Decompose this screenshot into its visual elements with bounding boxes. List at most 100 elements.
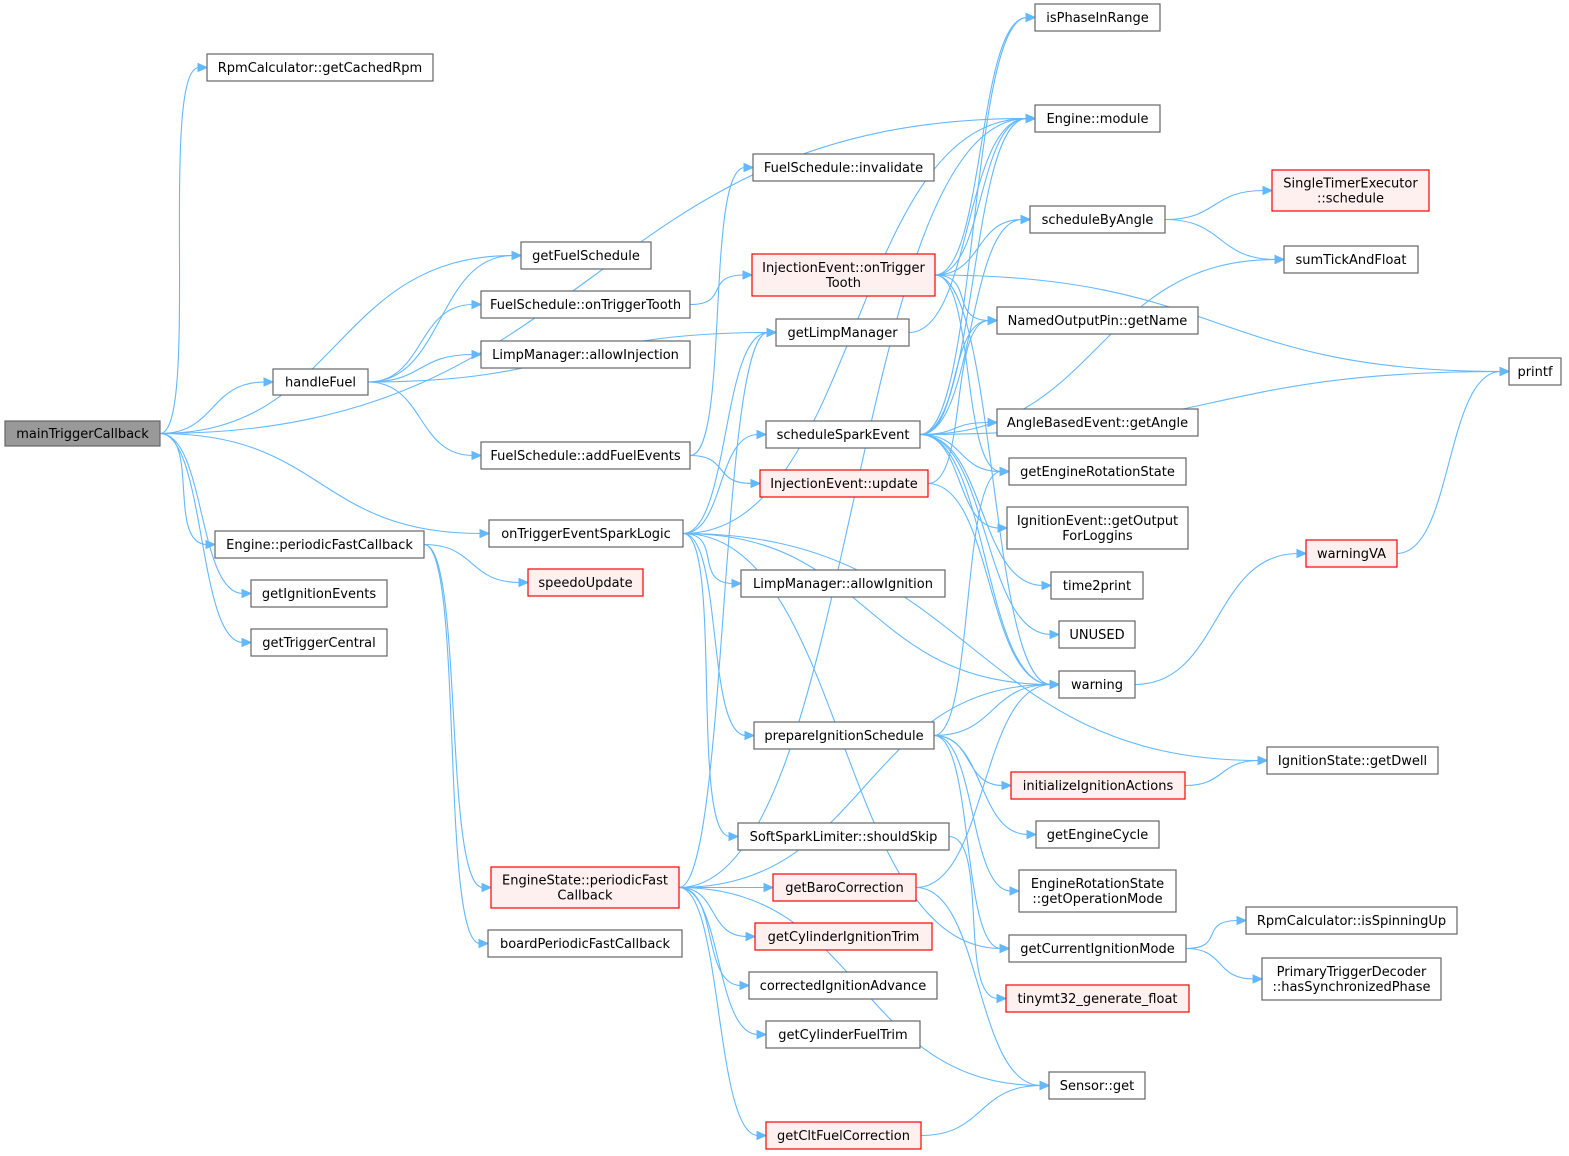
edge-getCltFuel-to-sensorGet [920,1080,1051,1137]
edge-line [933,734,1029,836]
node-box [488,519,684,548]
node-rpmSpinUp[interactable]: RpmCalculator::isSpinningUp [1245,906,1458,935]
edge-arrowhead [742,270,754,280]
node-scheduleByAngle[interactable]: scheduleByAngle [1029,205,1166,234]
node-getEngRotState[interactable]: getEngineRotationState [1008,457,1187,486]
node-corrIgnAdv[interactable]: correctedIgnitionAdvance [748,971,938,1000]
call-graph-edges [159,12,1511,1141]
node-softSpark[interactable]: SoftSparkLimiter::shouldSkip [737,822,950,851]
edge-line [159,432,244,595]
node-enginePFC[interactable]: Engine::periodicFastCallback [214,530,425,559]
node-getFuelSchedule[interactable]: getFuelSchedule [520,241,652,270]
node-printf[interactable]: printf [1508,357,1562,386]
node-sumTick[interactable]: sumTickAndFloat [1283,245,1419,274]
node-box [1261,957,1442,1001]
node-box [1008,934,1187,963]
edge-line [919,421,990,436]
node-getIgnitionEvents[interactable]: getIgnitionEvents [250,579,388,608]
node-box [490,866,680,909]
node-scheduleSpark[interactable]: scheduleSparkEvent [765,420,921,449]
node-esPFC[interactable]: EngineState::periodicFastCallback [490,866,680,909]
node-tinymt[interactable]: tinymt32_generate_float [1005,984,1190,1013]
edge-injOnTrig-to-isPhaseInRange [934,12,1037,276]
node-getBaro[interactable]: getBaroCorrection [772,873,917,902]
edge-arrowhead [987,417,999,428]
node-main[interactable]: mainTriggerCallback [4,420,161,447]
node-sensorGet[interactable]: Sensor::get [1048,1071,1146,1100]
node-initIgnActions[interactable]: initializeIgnitionActions [1010,771,1186,800]
node-warning[interactable]: warning [1058,670,1136,699]
node-getCltFuel[interactable]: getCltFuelCorrection [765,1121,922,1150]
node-onTrigSpark[interactable]: onTriggerEventSparkLogic [488,519,684,548]
edge-onTrigSpark-to-scheduleSpark [682,429,768,535]
node-singleTimer[interactable]: SingleTimerExecutor::schedule [1271,169,1430,212]
edge-arrowhead [1296,548,1308,559]
node-isPhaseInRange[interactable]: isPhaseInRange [1034,3,1161,32]
edge-getCurIgnMode-to-rpmSpinUp [1185,915,1248,950]
node-box [1034,104,1161,133]
edge-scheduleSpark-to-sumTick [919,254,1286,436]
edge-line [367,303,474,383]
edge-arrowhead [197,62,209,73]
node-UNUSED[interactable]: UNUSED [1058,620,1136,649]
node-speedoUpdate[interactable]: speedoUpdate [527,568,644,597]
node-label: speedoUpdate [538,576,632,591]
node-fsInvalidate[interactable]: FuelSchedule::invalidate [752,153,935,182]
node-ignGetDwell[interactable]: IgnitionState::getDwell [1266,746,1439,775]
node-box [1029,205,1166,234]
node-injUpdate[interactable]: InjectionEvent::update [759,469,929,498]
edge-scheduleSpark-to-engineModule [919,113,1037,436]
node-namedGetName[interactable]: NamedOutputPin::getName [996,306,1199,335]
node-box [1050,571,1144,600]
node-label: IgnitionEvent::getOutput [1017,514,1178,529]
node-warningVA[interactable]: warningVA [1305,539,1398,568]
node-fsAddFuel[interactable]: FuelSchedule::addFuelEvents [480,441,691,470]
node-rpmCached[interactable]: RpmCalculator::getCachedRpm [206,53,434,82]
node-getEngineCycle[interactable]: getEngineCycle [1035,820,1160,849]
node-label: sumTickAndFloat [1296,253,1407,268]
edge-arrowhead [1499,366,1511,377]
edge-line [915,886,1042,1087]
node-limpAllowInj[interactable]: LimpManager::allowInjection [480,340,691,369]
edge-arrowhead [1001,780,1013,791]
node-label: getLimpManager [787,326,898,341]
node-label: EngineState::periodicFast [502,874,668,889]
node-primaryTrig[interactable]: PrimaryTriggerDecoder::hasSynchronizedPh… [1261,957,1442,1001]
edge-arrowhead [1049,679,1061,690]
node-boardPFC[interactable]: boardPeriodicFastCallback [487,929,683,958]
node-handleFuel[interactable]: handleFuel [272,368,369,396]
node-getCylFuelTrim[interactable]: getCylinderFuelTrim [765,1020,921,1049]
node-engineModule[interactable]: Engine::module [1034,104,1161,133]
node-limpAllowIgn[interactable]: LimpManager::allowIgnition [740,569,946,598]
node-angleGetAngle[interactable]: AngleBasedEvent::getAngle [996,408,1199,437]
edge-arrowhead [518,577,530,588]
node-label: onTriggerEventSparkLogic [501,527,671,542]
edge-line [1164,189,1265,221]
node-box [1005,984,1190,1013]
node-label: time2print [1063,579,1131,594]
node-getLimpManager[interactable]: getLimpManager [775,318,910,347]
node-getCurIgnMode[interactable]: getCurrentIgnitionMode [1008,934,1187,963]
edge-line [423,543,521,584]
node-engRotOpMode[interactable]: EngineRotationState::getOperationMode [1018,869,1177,913]
node-box [996,306,1199,335]
edge-handleFuel-to-getFuelSchedule [367,250,523,383]
node-label: handleFuel [285,376,356,391]
node-box [480,290,691,319]
edge-arrowhead [1041,580,1053,591]
node-box [4,420,161,447]
node-prepIgn[interactable]: prepareIgnitionSchedule [753,721,935,750]
node-box [1048,1071,1146,1100]
node-getCylIgnTrim[interactable]: getCylinderIgnitionTrim [754,922,933,951]
node-fsOnTrigger[interactable]: FuelSchedule::onTriggerTooth [480,290,691,319]
node-time2print[interactable]: time2print [1050,571,1144,600]
edge-line [934,117,1028,276]
node-getTriggerCentral[interactable]: getTriggerCentral [250,628,388,657]
edge-arrowhead [999,943,1011,954]
edge-scheduleByAngle-to-sumTick [1164,218,1286,265]
edge-arrowhead [471,349,483,360]
edge-arrowhead [263,377,275,387]
node-injOnTrig[interactable]: InjectionEvent::onTriggerTooth [751,253,936,297]
node-box [1271,169,1430,212]
